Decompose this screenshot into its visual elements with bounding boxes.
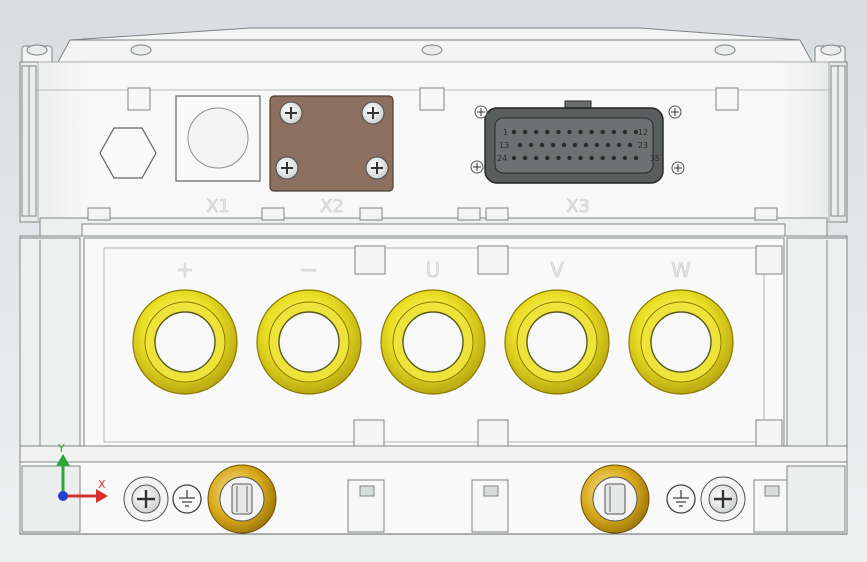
- x3-pin-label-24: 24: [497, 154, 507, 163]
- x3-pin-25: [522, 155, 528, 161]
- x3-pin-label-35: 35: [650, 154, 660, 163]
- x3-connector: [484, 100, 664, 184]
- x3-pin-34: [622, 155, 628, 161]
- x2-plate: [269, 95, 394, 192]
- x3-pin-7: [578, 129, 583, 135]
- x3-pin-6: [567, 129, 572, 135]
- x3-pin-23: [627, 142, 633, 148]
- x1-connector: [175, 95, 261, 182]
- x3-pin-12: [633, 129, 639, 135]
- x3-pin-2: [522, 129, 528, 135]
- ground-symbol-left-icon: [172, 484, 202, 514]
- x3-pin-9: [600, 129, 605, 135]
- label-x3: X3: [566, 196, 590, 217]
- x3-pin-11: [622, 129, 628, 135]
- x2-screws: [275, 101, 389, 180]
- ground-stud-right: [580, 464, 650, 534]
- axis-y-label: Y: [57, 442, 65, 455]
- x3-pin-16: [550, 142, 556, 148]
- axis-triad: [56, 454, 108, 503]
- x3-pin-27: [545, 155, 550, 161]
- x3-pin-label-13: 13: [499, 141, 509, 150]
- label-terminal-plus: +: [176, 258, 194, 283]
- x3-pin-20: [594, 142, 600, 148]
- x3-pin-label-1: 1: [503, 128, 508, 137]
- x3-pin-14: [528, 142, 534, 148]
- label-terminal-minus: −: [300, 258, 318, 283]
- x3-mount-screws: [470, 105, 685, 175]
- x3-pin-31: [589, 155, 594, 161]
- label-x1: X1: [206, 196, 230, 217]
- x3-pin-label-23: 23: [638, 141, 648, 150]
- x3-pin-1: [511, 129, 517, 135]
- cable-gland-plus: [132, 289, 238, 395]
- cable-gland-w: [628, 289, 734, 395]
- x3-pin-28: [556, 155, 561, 161]
- ground-stud-left: [207, 464, 277, 534]
- x3-pin-32: [600, 155, 605, 161]
- label-terminal-v: V: [550, 258, 564, 282]
- cable-gland-u: [380, 289, 486, 395]
- upper-housing: [19, 61, 848, 223]
- x3-pin-18: [572, 142, 578, 148]
- x3-pin-8: [589, 129, 594, 135]
- x3-pin-grid: [511, 129, 639, 161]
- x3-pin-33: [611, 155, 616, 161]
- base-screws: [123, 476, 746, 522]
- cable-gland-minus: [256, 289, 362, 395]
- cable-gland-v: [504, 289, 610, 395]
- x3-pin-4: [545, 129, 550, 135]
- lid-screw-heads: [26, 44, 842, 56]
- x3-pin-label-12: 12: [638, 128, 648, 137]
- ground-symbol-right-icon: [666, 484, 696, 514]
- x3-pin-21: [605, 142, 611, 148]
- x3-pin-19: [583, 142, 589, 148]
- x3-pin-29: [567, 155, 572, 161]
- x3-pin-15: [539, 142, 545, 148]
- axis-x-label: X: [98, 478, 106, 491]
- x3-pin-22: [616, 142, 622, 148]
- label-terminal-w: W: [671, 258, 691, 282]
- x3-pin-26: [534, 155, 539, 161]
- x3-pin-24: [511, 155, 517, 161]
- label-terminal-u: U: [426, 258, 441, 282]
- mid-flange: [39, 207, 828, 239]
- x3-pin-30: [578, 155, 583, 161]
- vent-plug-hex: [99, 127, 157, 179]
- x3-pin-3: [534, 129, 539, 135]
- x3-pin-13: [517, 142, 523, 148]
- label-x2: X2: [320, 196, 344, 217]
- x3-pin-5: [556, 129, 561, 135]
- x3-pin-17: [561, 142, 567, 148]
- x3-pin-35: [633, 155, 639, 161]
- x3-pin-10: [611, 129, 616, 135]
